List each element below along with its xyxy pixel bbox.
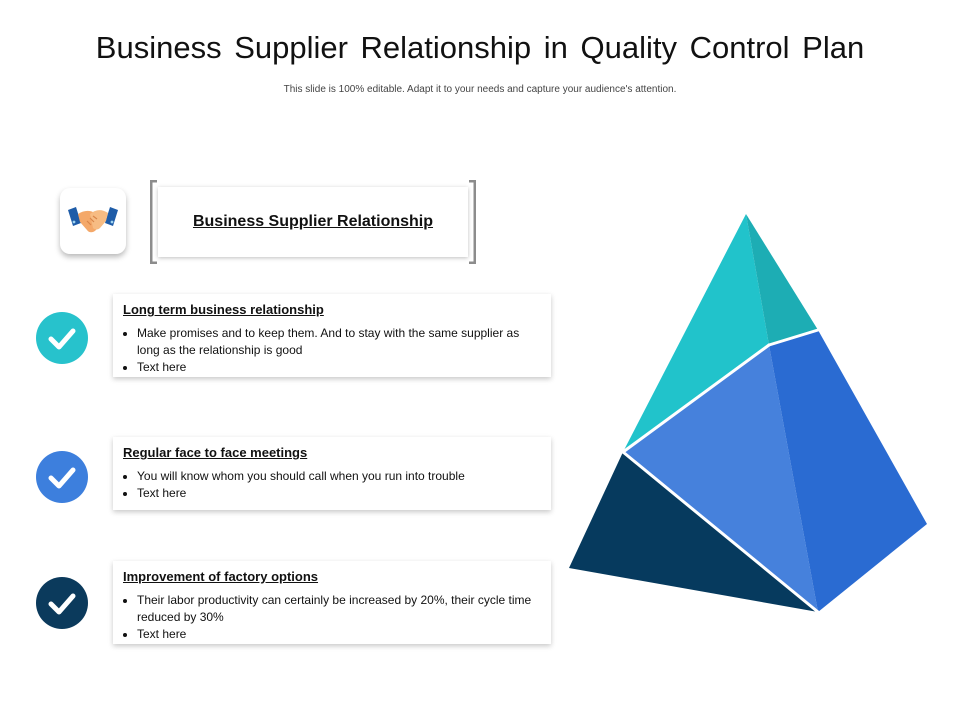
bullet-item: Text here — [137, 626, 539, 643]
pyramid-top-left-face — [623, 214, 769, 452]
pyramid-middle-right-face — [769, 330, 927, 612]
check-circle-2 — [36, 451, 88, 503]
bullet-item: Text here — [137, 359, 539, 376]
bullet-item: You will know whom you should call when … — [137, 468, 539, 485]
check-circle-3 — [36, 577, 88, 629]
header-label: Business Supplier Relationship — [192, 213, 434, 230]
bullet-item: Their labor productivity can certainly b… — [137, 592, 539, 626]
bullet-list: Their labor productivity can certainly b… — [123, 592, 539, 643]
pyramid-middle-left-face — [623, 345, 818, 612]
handshake-icon — [68, 207, 118, 233]
checkmark-icon — [36, 451, 88, 503]
handshake-icon-tile — [60, 188, 126, 254]
pyramid-bottom-face — [569, 452, 818, 612]
item-title: Regular face to face meetings — [123, 445, 308, 460]
item-card-3: Improvement of factory options Their lab… — [113, 561, 551, 644]
item-title: Long term business relationship — [123, 302, 324, 317]
bullet-list: You will know whom you should call when … — [123, 468, 539, 502]
item-title: Improvement of factory options — [123, 569, 319, 584]
checkmark-icon — [36, 312, 88, 364]
header-bracket — [150, 180, 476, 264]
header-card: Business Supplier Relationship — [158, 187, 468, 257]
checkmark-icon — [36, 577, 88, 629]
bullet-item: Make promises and to keep them. And to s… — [137, 325, 539, 359]
bullet-list: Make promises and to keep them. And to s… — [123, 325, 539, 376]
page-subtitle: This slide is 100% editable. Adapt it to… — [283, 84, 677, 95]
pyramid-diagram — [569, 214, 927, 614]
item-card-1: Long term business relationship Make pro… — [113, 294, 551, 377]
bullet-item: Text here — [137, 485, 539, 502]
pyramid-top-right-face — [746, 214, 818, 345]
item-card-2: Regular face to face meetings You will k… — [113, 437, 551, 510]
check-circle-1 — [36, 312, 88, 364]
page-title: Business Supplier Relationship in Qualit… — [95, 30, 865, 65]
